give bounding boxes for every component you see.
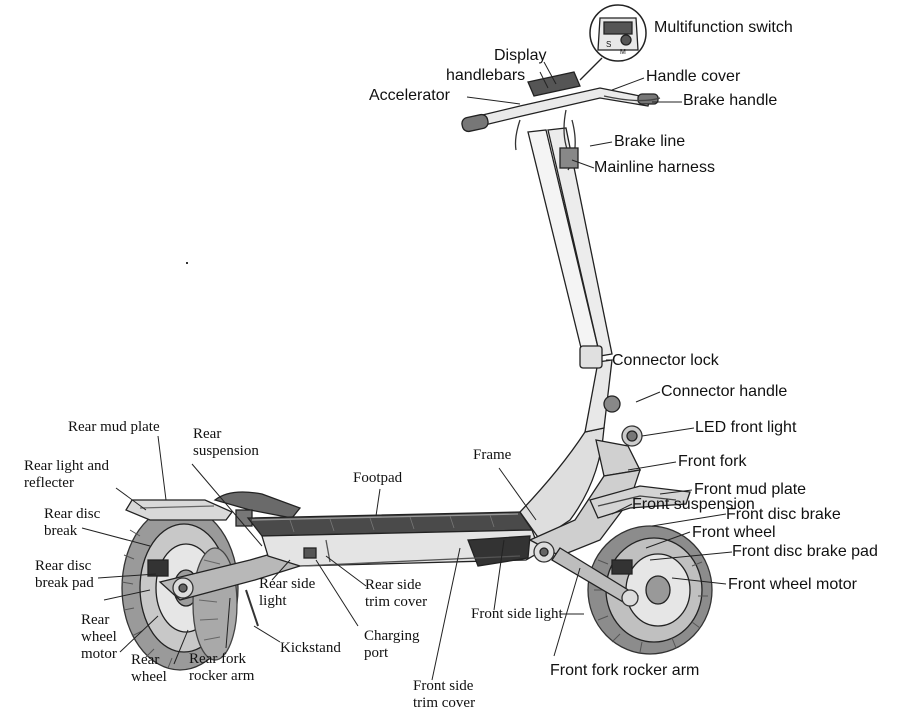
label-led-front-light: LED front light [695,419,797,436]
label-rear-light-and-reflecter: Rear light and reflecter [24,458,109,491]
label-front-wheel-motor: Front wheel motor [728,576,857,593]
multifunction-switch-icon [589,4,647,62]
label-accelerator: Accelerator [369,87,450,104]
label-front-side-trim-cover: Front side trim cover [413,678,476,711]
label-rear-side-trim-cover: Rear side trim cover [365,577,428,610]
label-rear-fork-rocker-arm: Rear fork rocker arm [189,651,255,684]
label-connector-handle: Connector handle [661,383,788,400]
switch-symbol-m: M [620,49,626,56]
label-front-wheel: Front wheel [692,524,776,541]
label-display: Display [494,47,547,64]
label-multifunction-switch: Multifunction switch [654,19,793,36]
label-rear-wheel: Rear wheel [131,652,167,685]
label-mainline-harness: Mainline harness [594,159,715,176]
label-front-side-light: Front side light [471,606,563,622]
label-front-fork: Front fork [678,453,747,470]
label-rear-disc-break-pad: Rear disc break pad [35,558,94,591]
label-front-disc-brake: Front disc brake [726,506,841,523]
label-rear-mud-plate: Rear mud plate [68,419,160,435]
label-front-mud-plate: Front mud plate [694,481,807,498]
label-brake-handle: Brake handle [683,92,778,109]
label-rear-wheel-motor: Rear wheel motor [81,612,117,662]
label-front-disc-brake-pad: Front disc brake pad [732,543,878,560]
switch-symbol-s: S [606,40,611,49]
label-handle-cover: Handle cover [646,68,741,85]
label-front-suspension: Front suspension [632,496,755,513]
label-handlebars: handlebars [446,67,526,84]
label-brake-line: Brake line [614,133,686,150]
front-wheel-drawing [533,525,713,655]
label-rear-side-light: Rear side light [259,576,316,609]
label-kickstand: Kickstand [280,640,341,656]
stray-dot [186,262,188,264]
label-connector-lock: Connector lock [612,352,719,369]
label-footpad: Footpad [353,470,403,486]
label-front-fork-rocker-arm: Front fork rocker arm [550,662,700,679]
label-rear-disc-break: Rear disc break [44,506,101,539]
label-charging-port: Charging port [364,628,420,661]
label-rear-suspension: Rear suspension [193,426,259,459]
label-frame: Frame [473,447,512,463]
